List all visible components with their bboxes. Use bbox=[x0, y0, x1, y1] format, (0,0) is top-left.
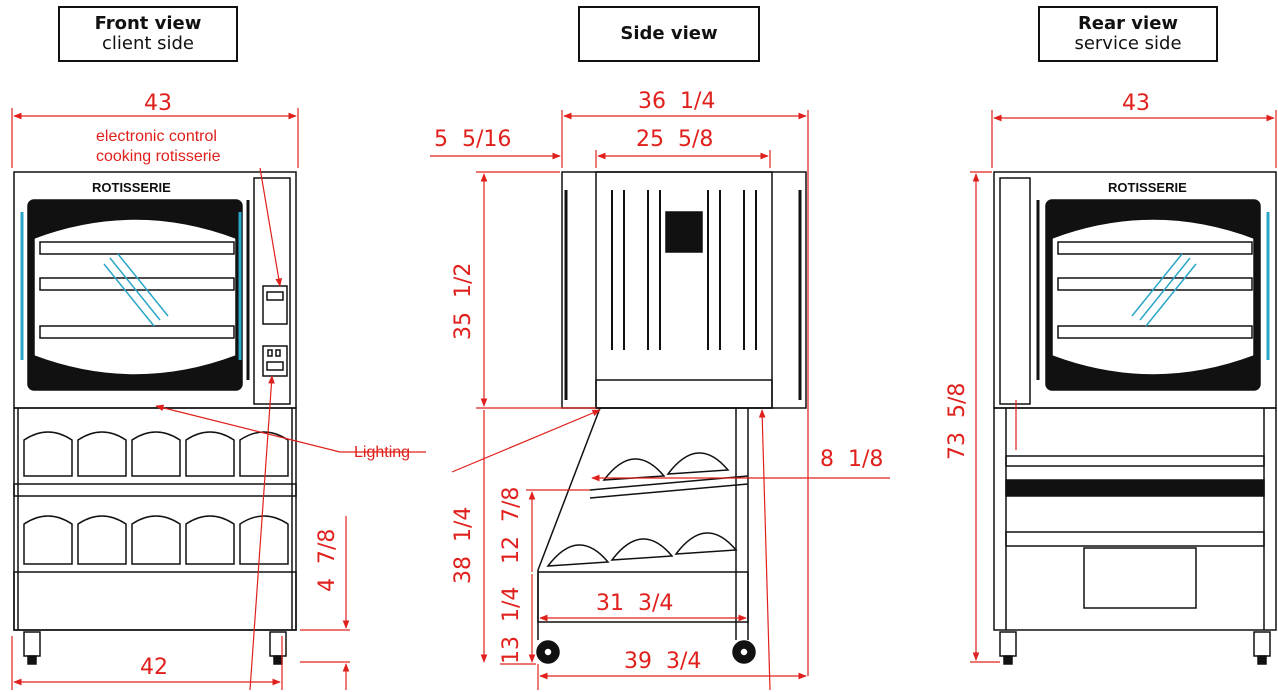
side-lower-height-dim: 38 1/4 bbox=[451, 507, 476, 584]
lighting-note: Lighting bbox=[354, 444, 410, 461]
front-width-dim: 43 bbox=[144, 91, 172, 116]
side-base-height-dim: 13 1/4 bbox=[499, 587, 524, 664]
side-depth-dim: 36 1/4 bbox=[638, 89, 715, 114]
side-shelf-height-dim: 12 7/8 bbox=[499, 487, 524, 564]
front-control-panel bbox=[262, 285, 288, 325]
side-offset-dim: 5 5/16 bbox=[434, 127, 511, 152]
rear-view-title-box: Rear view service side bbox=[1038, 6, 1218, 62]
front-view-subtitle: client side bbox=[101, 33, 195, 54]
rear-view-drawing bbox=[993, 171, 1277, 665]
front-base-width-dim: 42 bbox=[140, 655, 168, 680]
side-view-drawing bbox=[536, 171, 807, 664]
side-oven-body bbox=[561, 171, 807, 409]
side-dimensions bbox=[430, 110, 890, 691]
rear-height-dim: 73 5/8 bbox=[945, 383, 970, 460]
rear-width-dim: 43 bbox=[1122, 91, 1150, 116]
side-lower-shelf-depth-dim: 31 3/4 bbox=[596, 591, 673, 616]
side-view-title: Side view bbox=[620, 23, 718, 44]
side-shelf-offset-dim: 8 1/8 bbox=[820, 447, 883, 472]
rear-view-title: Rear view bbox=[1077, 13, 1179, 34]
control-note: electronic control bbox=[96, 128, 217, 145]
rear-stand bbox=[993, 407, 1277, 631]
rear-dimensions bbox=[970, 110, 1277, 663]
front-view-drawing bbox=[13, 171, 297, 665]
side-top-height-dim: 35 1/2 bbox=[451, 263, 476, 340]
side-base-depth-dim: 39 3/4 bbox=[624, 649, 701, 674]
front-view-title: Front view bbox=[94, 13, 202, 34]
rear-view-subtitle: service side bbox=[1074, 33, 1182, 54]
front-brand-logo: ROTISSERIE bbox=[92, 180, 171, 195]
rear-brand-logo: ROTISSERIE bbox=[1108, 180, 1187, 195]
front-dimensions bbox=[11, 108, 426, 691]
side-top-depth-dim: 25 5/8 bbox=[636, 127, 713, 152]
cooking-note: cooking rotisserie bbox=[96, 148, 221, 165]
side-view-title-box: Side view bbox=[578, 6, 760, 62]
front-base-height-dim: 4 7/8 bbox=[315, 529, 340, 592]
front-view-title-box: Front view client side bbox=[58, 6, 238, 62]
